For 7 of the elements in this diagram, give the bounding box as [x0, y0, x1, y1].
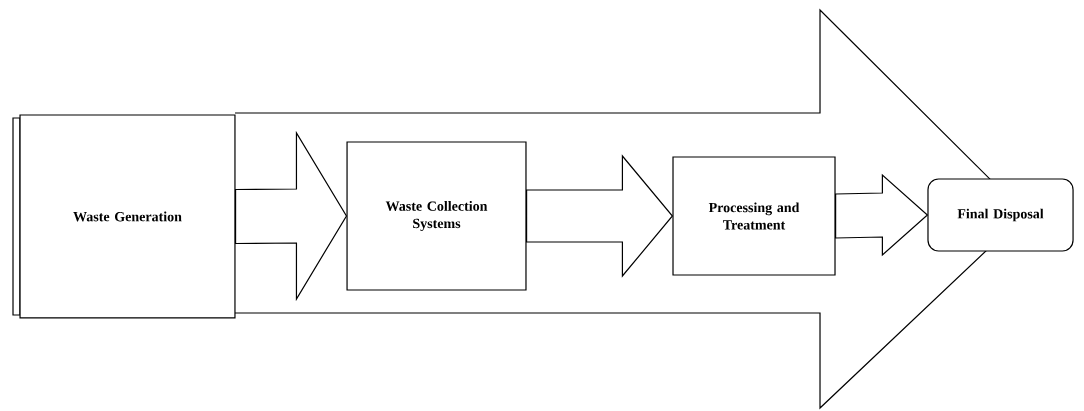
process-box: Final Disposal [927, 178, 1074, 252]
block-arrow [526, 154, 674, 278]
process-box: Processing and Treatment [672, 156, 836, 276]
process-box: Waste Collection Systems [346, 141, 527, 291]
process-box: Waste Generation [12, 114, 236, 319]
block-arrow [835, 173, 929, 257]
block-arrow [234, 130, 348, 302]
